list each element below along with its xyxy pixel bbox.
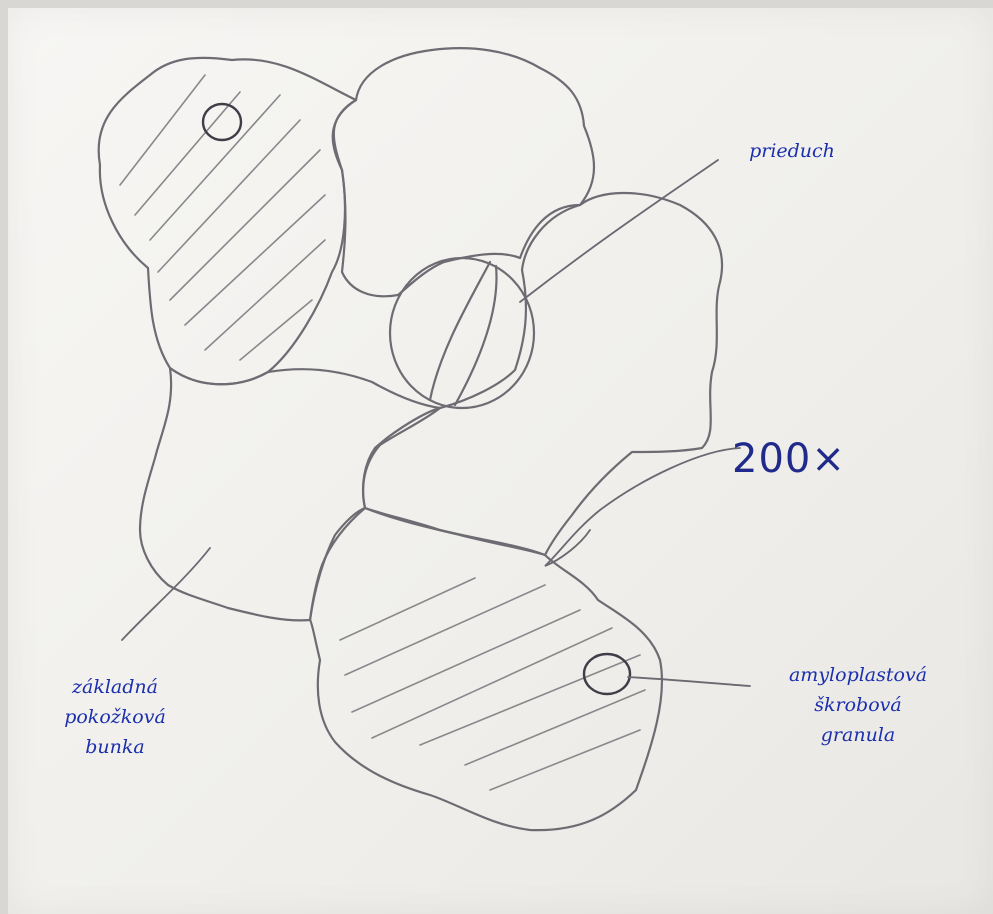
cell-bottom: [310, 508, 662, 830]
cell-right: [363, 193, 722, 555]
hatching-bottom: [340, 578, 645, 790]
guard-cell-line-1: [430, 262, 490, 400]
leader-line-pore: [520, 160, 718, 302]
granule-bottom: [584, 654, 630, 694]
label-epidermal-cell: základná pokožková bunka: [40, 672, 190, 762]
hatching-top-left: [120, 75, 325, 360]
leader-line-epidermal-cell: [122, 548, 210, 640]
stoma: [390, 258, 534, 408]
leader-line-magnification: [545, 448, 740, 566]
label-granule: amyloplastová škrobová granula: [758, 660, 958, 750]
label-pore: prieduch: [722, 136, 862, 166]
cell-left-middle: [140, 368, 440, 620]
leader-line-granule: [628, 677, 750, 686]
label-magnification: 200×: [732, 436, 846, 482]
granule-top-left: [203, 104, 241, 140]
